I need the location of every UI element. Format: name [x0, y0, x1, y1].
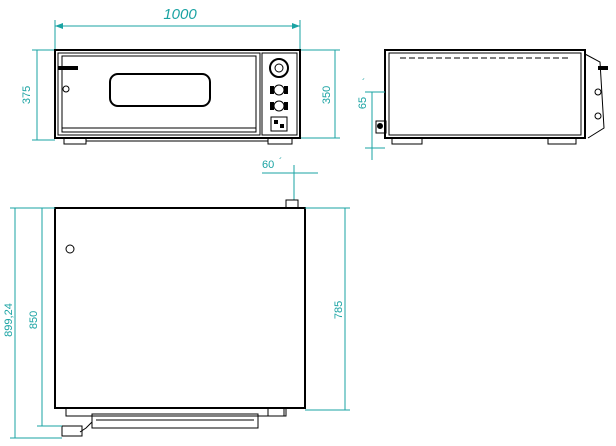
front-height-inner-label: 350 [321, 86, 333, 104]
door-handle [58, 66, 78, 93]
side-leg-label: 65 [357, 97, 369, 109]
front-view: 1000 375 350 [21, 6, 340, 145]
door-window [109, 73, 211, 107]
top-offset-dimension: 60 ´ [262, 156, 318, 200]
control-panel [261, 52, 298, 136]
front-door-panel [61, 55, 257, 133]
top-depth-total-label: 899,24 [3, 303, 15, 337]
top-handle-icon [61, 425, 83, 437]
side-leg-dimension: 65 ´ [357, 77, 385, 160]
top-body-outline [54, 207, 306, 409]
side-foot-left [391, 137, 423, 145]
top-depth-body-label: 850 [28, 311, 40, 329]
side-view: 65 ´ [357, 49, 608, 160]
front-door-frame [57, 52, 261, 136]
top-depth-inner-label: 785 [333, 301, 345, 319]
side-leg-unit: ´ [362, 77, 365, 89]
side-foot-right [547, 137, 577, 145]
top-flue-icon [285, 199, 299, 209]
top-depth-total-dimension: 899,24 [3, 207, 62, 439]
top-depth-inner-dimension: 785 [305, 207, 350, 411]
side-body-outline [384, 49, 586, 139]
top-offset-unit: ´ [279, 156, 282, 168]
top-screw-icon [65, 244, 75, 254]
side-handle [375, 120, 387, 134]
front-width-dimension: 1000 [54, 6, 301, 50]
side-back-panel [584, 53, 605, 139]
front-height-inner-dimension: 350 [300, 49, 340, 139]
control-knob-top-icon [269, 58, 289, 78]
top-view: 60 ´ 899,24 850 [3, 156, 350, 439]
top-depth-body-dimension: 850 [28, 207, 62, 427]
top-front-assembly [61, 407, 287, 437]
front-width-label: 1000 [163, 6, 197, 23]
front-body-outline [54, 49, 301, 139]
top-offset-label: 60 [262, 159, 274, 171]
control-knob-lower-icon [273, 100, 285, 112]
control-knob-middle-icon [273, 84, 285, 96]
power-switch-icon [270, 116, 288, 132]
front-height-outer-dimension: 375 [21, 49, 55, 141]
front-height-outer-label: 375 [21, 86, 33, 104]
